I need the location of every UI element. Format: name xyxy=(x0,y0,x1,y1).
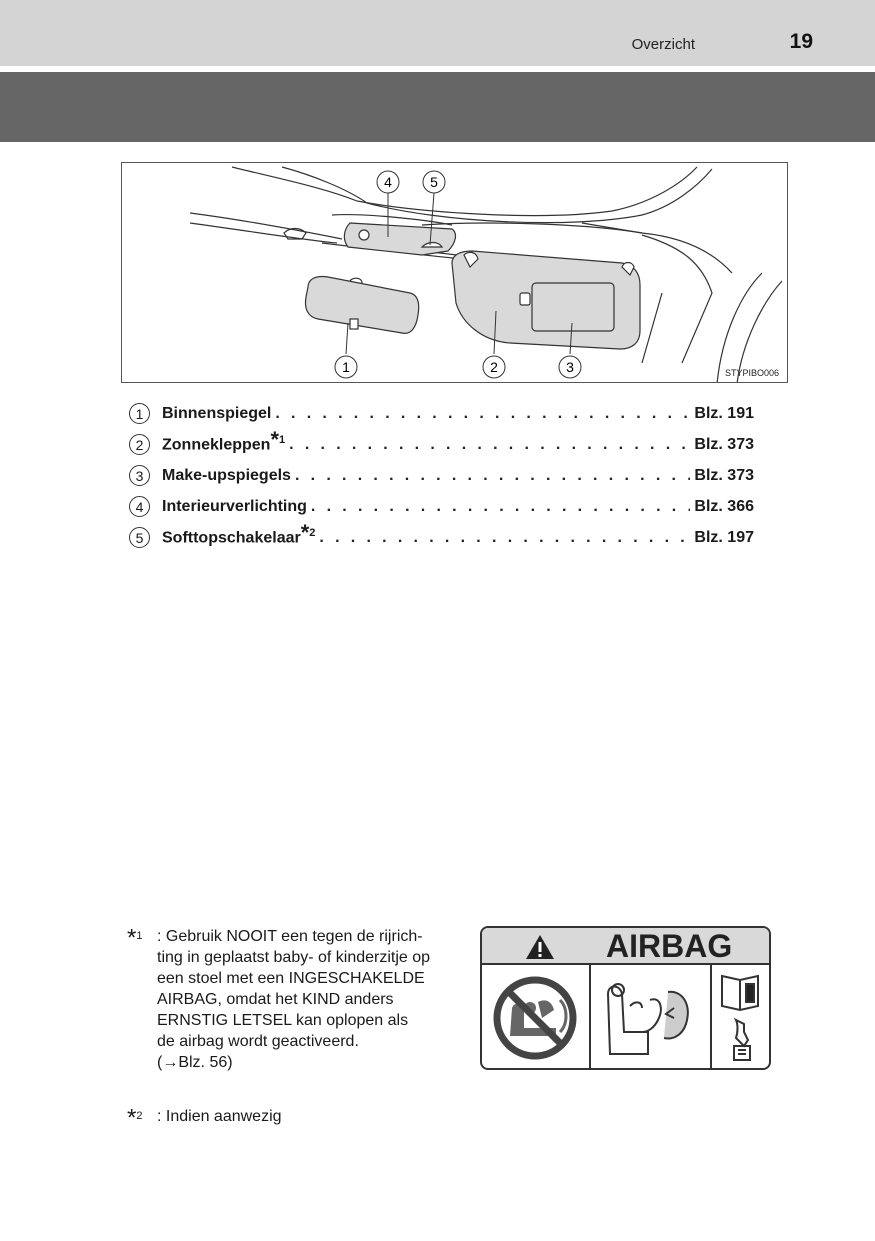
seat-airbag-icon xyxy=(606,983,689,1055)
page-number: 19 xyxy=(789,30,813,53)
airbag-warning-label: AIRBAG xyxy=(480,926,771,1070)
airbag-title: AIRBAG xyxy=(606,928,733,964)
page-link[interactable]: (→Blz. 56) xyxy=(157,1054,233,1071)
item-number: 4 xyxy=(129,496,150,517)
footnote-marker: *1 xyxy=(127,924,143,952)
svg-text:4: 4 xyxy=(384,174,392,190)
interior-illustration: 1 2 3 4 5 xyxy=(189,166,783,382)
leader-dots: . . . . . . . . . . . . . . . . . . . . … xyxy=(289,435,690,453)
list-item: 2 Zonnekleppen*1 . . . . . . . . . . . .… xyxy=(129,429,754,460)
callout-3: 3 xyxy=(558,355,582,379)
footnote-text: : Gebruik NOOIT een tegen de rijrich- ti… xyxy=(157,926,457,1073)
interior-figure: 1 2 3 4 5 STYPIBO006 xyxy=(121,162,788,383)
footnote-marker: *2 xyxy=(127,1104,143,1132)
section-title: Overzicht xyxy=(631,36,695,53)
component-list: 1 Binnenspiegel . . . . . . . . . . . . … xyxy=(129,398,754,553)
item-number: 3 xyxy=(129,465,150,486)
section-band xyxy=(0,72,875,142)
item-label: Binnenspiegel xyxy=(162,404,272,422)
list-item: 5 Softtopschakelaar*2 . . . . . . . . . … xyxy=(129,522,754,553)
item-number: 1 xyxy=(129,403,150,424)
footnote-2: *2 : Indien aanwezig xyxy=(127,1106,427,1130)
manual-info-icon xyxy=(721,974,759,1061)
callout-5: 5 xyxy=(422,170,446,194)
airbag-pictograms xyxy=(493,935,759,1068)
leader-dots: . . . . . . . . . . . . . . . . . . . . … xyxy=(294,466,690,484)
page-header: Overzicht 19 xyxy=(0,0,875,66)
item-label: Softtopschakelaar*2 xyxy=(162,520,316,547)
page-reference[interactable]: Blz. 197 xyxy=(694,528,754,546)
footnote-ref: *2 xyxy=(300,520,316,546)
item-label: Interieurverlichting xyxy=(162,497,307,515)
callout-1: 1 xyxy=(334,355,358,379)
svg-text:5: 5 xyxy=(430,174,438,190)
item-number: 5 xyxy=(129,527,150,548)
no-rear-facing-seat-icon xyxy=(493,976,577,1060)
list-item: 4 Interieurverlichting . . . . . . . . .… xyxy=(129,491,754,522)
item-label: Zonnekleppen*1 xyxy=(162,427,286,454)
footnote-ref: *1 xyxy=(270,427,286,453)
page-reference[interactable]: Blz. 366 xyxy=(694,497,754,515)
warning-triangle-icon xyxy=(526,935,554,959)
list-item: 1 Binnenspiegel . . . . . . . . . . . . … xyxy=(129,398,754,429)
callout-4: 4 xyxy=(376,170,400,194)
item-number: 2 xyxy=(129,434,150,455)
callout-2: 2 xyxy=(482,355,506,379)
figure-code: STYPIBO006 xyxy=(724,368,779,378)
item-label: Make-upspiegels xyxy=(162,466,291,484)
leader-dots: . . . . . . . . . . . . . . . . . . . . … xyxy=(310,497,690,515)
airbag-header: AIRBAG xyxy=(482,928,769,965)
footnote-1: *1 : Gebruik NOOIT een tegen de rijrich-… xyxy=(127,926,457,1073)
page-reference[interactable]: Blz. 191 xyxy=(694,404,754,422)
page-reference[interactable]: Blz. 373 xyxy=(694,466,754,484)
footnote-text: : Indien aanwezig xyxy=(157,1108,282,1125)
page-reference[interactable]: Blz. 373 xyxy=(694,435,754,453)
list-item: 3 Make-upspiegels . . . . . . . . . . . … xyxy=(129,460,754,491)
leader-dots: . . . . . . . . . . . . . . . . . . . . … xyxy=(275,404,691,422)
svg-text:1: 1 xyxy=(342,359,350,375)
leader-dots: . . . . . . . . . . . . . . . . . . . . … xyxy=(319,528,690,546)
svg-text:2: 2 xyxy=(490,359,498,375)
svg-text:3: 3 xyxy=(566,359,574,375)
